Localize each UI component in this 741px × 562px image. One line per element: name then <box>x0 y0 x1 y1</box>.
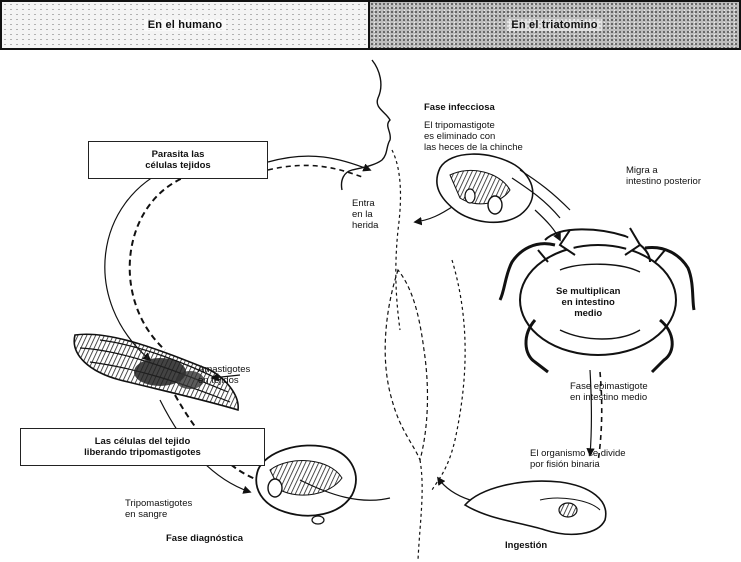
label-fase-infecciosa: Fase infecciosa <box>424 102 495 113</box>
label-entra-1: Entra <box>352 198 378 209</box>
label-multi-1: Se multiplican <box>556 286 620 297</box>
label-entra-herida: Entra en la herida <box>352 198 378 231</box>
label-tripo-elim-2: es eliminado con <box>424 131 523 142</box>
label-sangre-1: Tripomastigotes <box>125 498 192 509</box>
label-amast-1: Amastigotes <box>198 364 250 375</box>
label-ingestion: Ingestión <box>505 540 547 551</box>
bug-biting-icon <box>437 154 570 222</box>
label-sangre-2: en sangre <box>125 509 192 520</box>
box-celulas-line-1: Las células del tejido <box>95 436 191 447</box>
human-neck <box>392 150 400 330</box>
label-epi-1: Fase epimastigote <box>570 381 648 392</box>
label-entra-2: en la <box>352 209 378 220</box>
label-tripomastigote-eliminado: El tripomastigote es eliminado con las h… <box>424 120 523 153</box>
label-multi-2: en intestino <box>556 297 620 308</box>
cycle-arrow-left <box>130 175 190 350</box>
bug-ingestion-icon <box>465 481 606 534</box>
box-parasita-line-1: Parasita las <box>152 149 205 160</box>
box-celulas-line-2: liberando tripomastigotes <box>84 447 201 458</box>
label-org-2: por fisión binaria <box>530 459 626 470</box>
human-silhouette <box>341 60 390 190</box>
box-parasita-line-2: células tejidos <box>145 160 210 171</box>
arm-outline <box>385 270 427 460</box>
label-fase-epimastigote: Fase epimastigote en intestino medio <box>570 381 648 403</box>
label-tripo-elim-3: las heces de la chinche <box>424 142 523 153</box>
label-entra-3: herida <box>352 220 378 231</box>
label-migra-1: Migra a <box>626 165 701 176</box>
bug-diagnostic-icon <box>256 445 390 524</box>
arm-lower <box>418 460 422 560</box>
label-multi-3: medio <box>556 308 620 319</box>
arrow-to-face <box>268 156 370 170</box>
label-tripo-elim-1: El tripomastigote <box>424 120 523 131</box>
label-organismo-divide: El organismo se divide por fisión binari… <box>530 448 626 470</box>
label-amast-2: en tejidos <box>198 375 250 386</box>
body-curve <box>432 260 465 490</box>
label-amastigotes: Amastigotes en tejidos <box>198 364 250 386</box>
box-parasita-celulas: Parasita las células tejidos <box>88 141 268 179</box>
label-tripo-sangre: Tripomastigotes en sangre <box>125 498 192 520</box>
label-migra-2: intestino posterior <box>626 176 701 187</box>
arrow-ingestion <box>438 478 470 500</box>
label-epi-2: en intestino medio <box>570 392 648 403</box>
label-org-1: El organismo se divide <box>530 448 626 459</box>
box-celulas-liberando: Las células del tejido liberando tripoma… <box>20 428 265 466</box>
label-se-multiplican: Se multiplican en intestino medio <box>556 286 620 319</box>
label-fase-diagnostica: Fase diagnóstica <box>166 533 243 544</box>
label-migra: Migra a intestino posterior <box>626 165 701 187</box>
arrow-to-wound <box>415 205 455 222</box>
